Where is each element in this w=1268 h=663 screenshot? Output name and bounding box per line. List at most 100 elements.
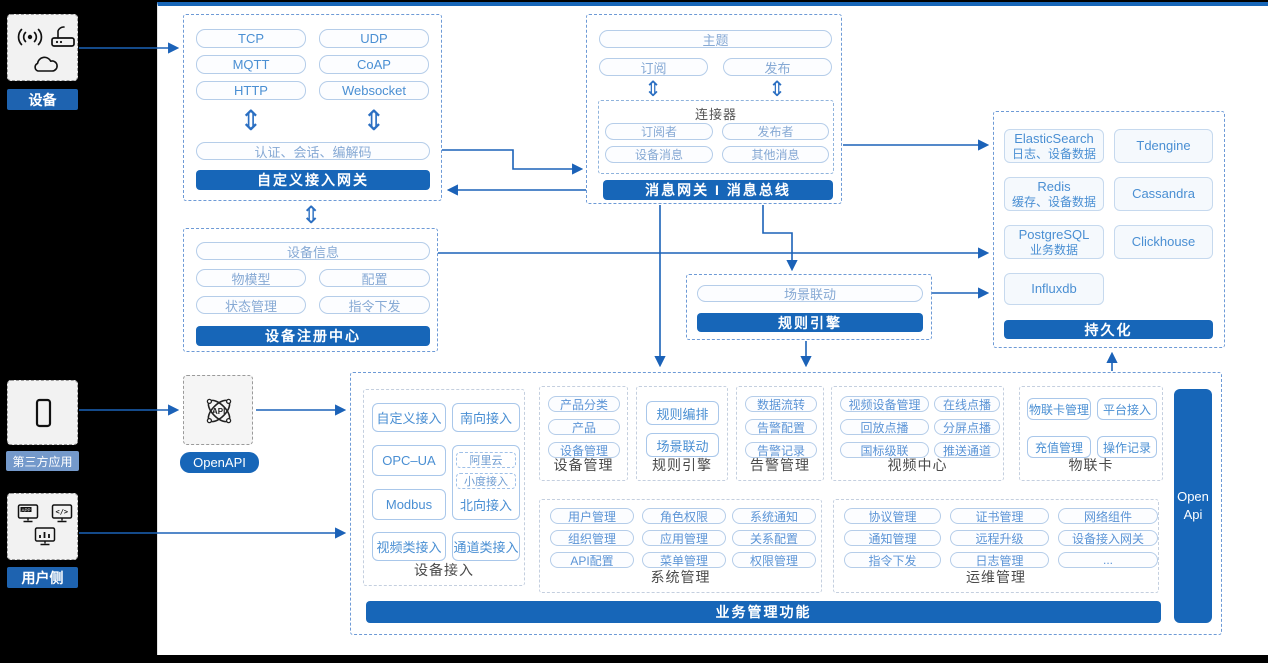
user-mgmt: 用户管理 bbox=[550, 508, 634, 524]
network-component: 网络组件 bbox=[1058, 508, 1158, 524]
business-title-bar: 业务管理功能 bbox=[366, 601, 1161, 623]
custom-access: 自定义接入 bbox=[372, 403, 446, 432]
video-center-label: 视频中心 bbox=[887, 457, 948, 473]
split-screen-play: 分屏点播 bbox=[934, 419, 1000, 435]
thing-model: 物模型 bbox=[196, 269, 306, 287]
ops-mgmt-label: 运维管理 bbox=[966, 569, 1026, 585]
push-channel: 推送通道 bbox=[934, 442, 1000, 458]
more-ellipsis: ... bbox=[1058, 552, 1158, 568]
status-mgmt: 状态管理 bbox=[196, 296, 306, 314]
section-iot-card: 物联卡管理 平台接入 充值管理 操作记录 物联卡 bbox=[1019, 386, 1163, 481]
remote-upgrade: 远程升级 bbox=[950, 530, 1049, 546]
protocol-mqtt: MQTT bbox=[196, 55, 306, 74]
data-flow: 数据流转 bbox=[745, 396, 817, 412]
org-mgmt: 组织管理 bbox=[550, 530, 634, 546]
app-window-icon: APP bbox=[17, 503, 39, 528]
permission-mgmt: 权限管理 bbox=[732, 552, 816, 568]
video-device-mgmt: 视频设备管理 bbox=[840, 396, 929, 412]
rule-engine-label: 规则引擎 bbox=[652, 457, 712, 473]
custom-gateway-title: 自定义接入网关 bbox=[196, 170, 430, 190]
third-party-icon-box bbox=[7, 380, 78, 445]
xiaodu-access: 小度接入 bbox=[456, 473, 516, 489]
config: 配置 bbox=[319, 269, 430, 287]
relation-config: 关系配置 bbox=[732, 530, 816, 546]
menu-mgmt: 菜单管理 bbox=[642, 552, 726, 568]
connector-box: 连接器 订阅者 发布者 设备消息 其他消息 bbox=[598, 100, 834, 174]
product: 产品 bbox=[548, 419, 620, 435]
publisher: 发布者 bbox=[722, 123, 829, 140]
api-atom-icon: API bbox=[201, 393, 237, 434]
northbound-access-label: 北向接入 bbox=[459, 498, 512, 513]
log-mgmt: 日志管理 bbox=[950, 552, 1049, 568]
section-rule-engine: 规则编排 场景联动 规则引擎 bbox=[636, 386, 728, 481]
protocol-mgmt: 协议管理 bbox=[844, 508, 941, 524]
publish: 发布 bbox=[723, 58, 832, 76]
section-system-mgmt: 用户管理 角色权限 系统通知 组织管理 应用管理 关系配置 API配置 菜单管理… bbox=[539, 499, 822, 593]
svg-text:API: API bbox=[212, 407, 225, 416]
product-category: 产品分类 bbox=[548, 396, 620, 412]
iot-card-mgmt: 物联卡管理 bbox=[1027, 398, 1091, 420]
alarm-mgmt-label: 告警管理 bbox=[750, 457, 810, 473]
scene-linkage-bar: 场景联动 bbox=[697, 285, 923, 302]
video-access: 视频类接入 bbox=[372, 532, 446, 561]
tdengine-node: Tdengine bbox=[1114, 129, 1213, 163]
iot-card-label: 物联卡 bbox=[1068, 457, 1114, 473]
updown-arrow-icon: ⇕ bbox=[300, 201, 322, 229]
aliyun: 阿里云 bbox=[456, 452, 516, 468]
protocol-udp: UDP bbox=[319, 29, 429, 48]
svg-text:</>: </> bbox=[56, 508, 69, 516]
custom-gateway-box: TCP UDP MQTT CoAP HTTP Websocket ⇕ ⇕ 认证、… bbox=[183, 14, 442, 201]
command-dispatch: 指令下发 bbox=[319, 296, 430, 314]
protocol-coap: CoAP bbox=[319, 55, 429, 74]
section-device-mgmt: 产品分类 产品 设备管理 设备管理 bbox=[539, 386, 628, 481]
gb-cascade: 国标级联 bbox=[840, 442, 929, 458]
device-mgmt: 设备管理 bbox=[548, 442, 620, 458]
updown-arrow-icon: ⇕ bbox=[644, 77, 662, 101]
updown-arrow-icon: ⇕ bbox=[768, 77, 786, 101]
clickhouse-node: Clickhouse bbox=[1114, 225, 1213, 259]
online-play: 在线点播 bbox=[934, 396, 1000, 412]
persistence-title: 持久化 bbox=[1004, 320, 1213, 339]
operation-record: 操作记录 bbox=[1097, 436, 1157, 458]
alarm-record: 告警记录 bbox=[745, 442, 817, 458]
third-party-label: 第三方应用 bbox=[6, 451, 79, 471]
rule-engine-box: 场景联动 规则引擎 bbox=[686, 274, 932, 340]
command-dispatch-ops: 指令下发 bbox=[844, 552, 941, 568]
subscribe: 订阅 bbox=[599, 58, 708, 76]
code-window-icon: </> bbox=[51, 503, 73, 528]
playback: 回放点播 bbox=[840, 419, 929, 435]
router-icon bbox=[50, 25, 76, 54]
openapi-icon-box: API bbox=[183, 375, 253, 445]
device-info-bar: 设备信息 bbox=[196, 242, 430, 260]
message-bus-title: 消息网关 I 消息总线 bbox=[603, 180, 833, 200]
subscriber: 订阅者 bbox=[605, 123, 713, 140]
system-notice: 系统通知 bbox=[732, 508, 816, 524]
cert-mgmt: 证书管理 bbox=[950, 508, 1049, 524]
user-side-label: 用户侧 bbox=[7, 567, 78, 588]
open-api-vertical-bar: Open Api bbox=[1174, 389, 1212, 623]
business-box: 自定义接入 南向接入 OPC–UA 阿里云 小度接入 北向接入 Modbus 视… bbox=[350, 372, 1222, 635]
protocol-http: HTTP bbox=[196, 81, 306, 100]
wifi-signal-icon bbox=[15, 26, 45, 53]
scene-linkage: 场景联动 bbox=[646, 433, 719, 457]
device-registry-box: 设备信息 物模型 配置 状态管理 指令下发 设备注册中心 bbox=[183, 228, 438, 352]
device-registry-title: 设备注册中心 bbox=[196, 326, 430, 346]
notify-mgmt: 通知管理 bbox=[844, 530, 941, 546]
openapi-label: OpenAPI bbox=[180, 452, 259, 473]
device-message: 设备消息 bbox=[605, 146, 713, 163]
section-alarm-mgmt: 数据流转 告警配置 告警记录 告警管理 bbox=[736, 386, 824, 481]
northbound-access-box: 阿里云 小度接入 北向接入 bbox=[452, 445, 520, 520]
recharge-mgmt: 充值管理 bbox=[1027, 436, 1091, 458]
device-icon-box bbox=[7, 14, 78, 81]
role-permission: 角色权限 bbox=[642, 508, 726, 524]
phone-icon bbox=[35, 398, 52, 433]
other-message: 其他消息 bbox=[722, 146, 829, 163]
app-mgmt: 应用管理 bbox=[642, 530, 726, 546]
cassandra-node: Cassandra bbox=[1114, 177, 1213, 211]
auth-session-codec-bar: 认证、会话、编解码 bbox=[196, 142, 430, 160]
